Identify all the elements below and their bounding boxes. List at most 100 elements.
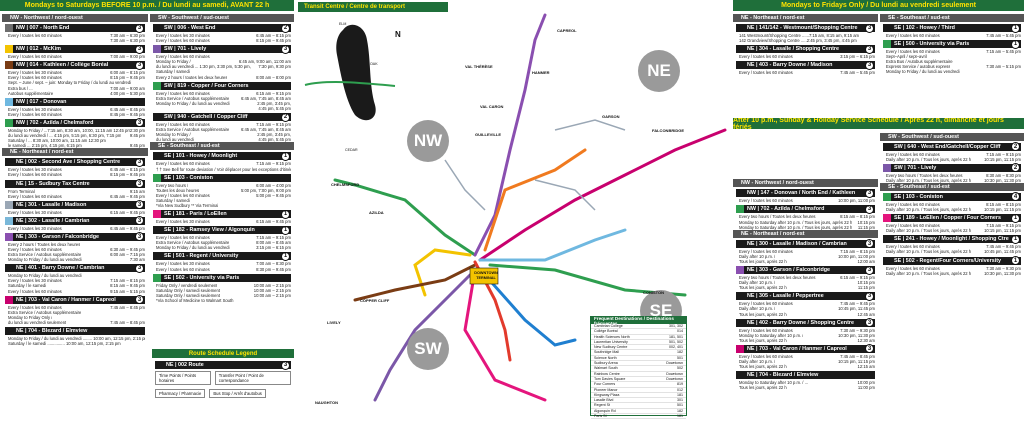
route-header[interactable]: NW | 147 - Donovan / North End / Kathlee… (736, 188, 875, 198)
route-header[interactable]: NE | 704 - Blezard / Elmview (736, 371, 875, 380)
route-header[interactable]: SW | 640 - West End/Gatchell/Copper Clif… (883, 142, 1021, 152)
schedule-label: Every / toutes les 60 minutes (739, 54, 793, 60)
route-title: SE | 500 - University via Paris (891, 41, 1011, 47)
route-schedule-se-241[interactable]: SE | 241 - Howey / Moonlight / Shopping … (883, 234, 1021, 254)
destination-name: Paris St (594, 414, 607, 419)
route-header[interactable]: SE | 502 - University via Paris (153, 273, 291, 282)
route-header[interactable]: NW | 017 - Donovan (5, 97, 145, 106)
route-header[interactable]: SE | 241 - Howey / Moonlight / Shopping … (883, 234, 1021, 244)
downtown-terminal-box[interactable] (469, 267, 499, 285)
route-code: SE (164, 274, 172, 281)
route-header[interactable]: SW | 819 - Copper / Four Corners (153, 81, 291, 90)
route-header[interactable]: SE | 189 - LoEllen / Copper / Four Corne… (883, 213, 1021, 223)
route-703 (473, 13, 547, 257)
route-schedule-nw-147[interactable]: NW | 147 - Donovan / North End / Kathlee… (736, 188, 875, 203)
route-schedule-se-189[interactable]: SE | 189 - LoEllen / Copper / Four Corne… (883, 213, 1021, 233)
route-color-swatch (883, 142, 891, 151)
route-schedule-sw-640[interactable]: SW | 640 - West End/Gatchell/Copper Clif… (883, 142, 1021, 162)
route-name: West End (191, 25, 216, 31)
schedule-line: Saturday / samedi (156, 198, 291, 203)
section-title-ne-northeast-nord-est: NE - Northeast / nord-est (2, 148, 148, 157)
separator: | (754, 267, 760, 274)
route-header[interactable]: NE | 402 - Barry Downe / Shopping Centre… (736, 318, 875, 328)
route-header[interactable]: SE | 103 - Coniston (153, 173, 291, 182)
route-header[interactable]: NE | 141/142 - Westmount/Shopping Centre… (736, 23, 875, 33)
route-color-swatch (736, 24, 744, 32)
route-header[interactable]: NE | 704 - Blezard / Elmview (5, 327, 145, 335)
route-header[interactable]: SE | 502 - Regent/Four Corners/Universit… (883, 256, 1021, 265)
route-schedule-ne-141-142[interactable]: NE | 141/142 - Westmount/Shopping Centre… (736, 23, 875, 43)
route-schedule-se-502[interactable]: SE | 502 - Regent/Four Corners/Universit… (883, 256, 1021, 276)
route-schedule-ne-402[interactable]: NE | 402 - Barry Downe / Shopping Centre… (736, 318, 875, 343)
